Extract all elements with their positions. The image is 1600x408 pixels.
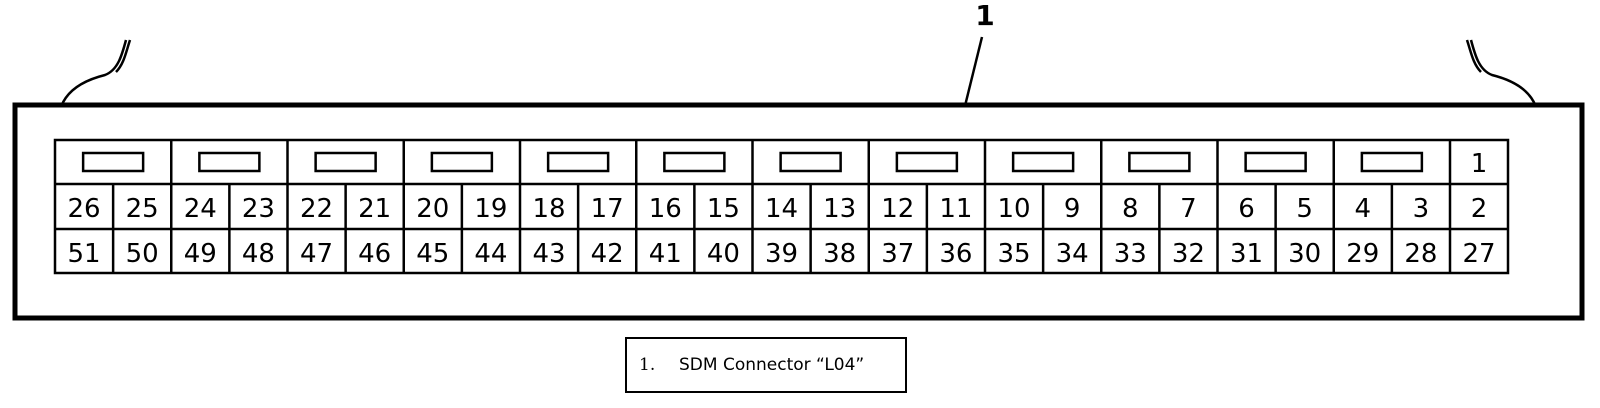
pin-label: 43 [533, 239, 566, 269]
pin-label: 39 [765, 239, 798, 269]
pin-label: 25 [126, 194, 159, 224]
pin-label: 26 [68, 194, 101, 224]
pin-label: 46 [358, 239, 391, 269]
lock-slot [1360, 151, 1424, 173]
pin-label: 10 [998, 194, 1031, 224]
pin-label: 1 [1471, 149, 1488, 179]
lock-slot [546, 151, 610, 173]
pin-label: 38 [823, 239, 856, 269]
pin-label: 24 [184, 194, 217, 224]
pin-label: 41 [649, 239, 682, 269]
callout-number: 1 [975, 0, 994, 32]
pin-label: 47 [300, 239, 333, 269]
pin-label: 21 [358, 194, 391, 224]
pin-label: 18 [533, 194, 566, 224]
lock-slot [1128, 151, 1191, 173]
lock-slot [430, 151, 494, 173]
pin-label: 11 [939, 194, 972, 224]
lock-slot [1244, 151, 1307, 173]
pin-label: 48 [242, 239, 275, 269]
pin-label: 15 [707, 194, 740, 224]
pin-label: 8 [1122, 194, 1139, 224]
pin-label: 3 [1413, 194, 1430, 224]
pin-label: 19 [474, 194, 507, 224]
left-break-curve-2 [115, 39, 132, 73]
lock-slot [81, 151, 145, 173]
pin-label: 36 [939, 239, 972, 269]
pin-label: 31 [1230, 239, 1263, 269]
pin-label: 30 [1288, 239, 1321, 269]
pin-label: 32 [1172, 239, 1205, 269]
lock-slot [663, 151, 726, 173]
pin-label: 2 [1471, 194, 1488, 224]
pin-label: 16 [649, 194, 682, 224]
legend-box: 1. SDM Connector “L04” [625, 337, 907, 393]
pin-label: 17 [591, 194, 624, 224]
lock-slot [198, 151, 261, 173]
pin-label: 9 [1064, 194, 1081, 224]
pin-label: 12 [881, 194, 914, 224]
pin-label: 28 [1404, 239, 1437, 269]
pin-label: 13 [823, 194, 856, 224]
pin-label: 20 [416, 194, 449, 224]
legend-text: SDM Connector “L04” [679, 355, 865, 375]
pin-label: 40 [707, 239, 740, 269]
pin-label: 33 [1114, 239, 1147, 269]
pin-label: 27 [1462, 239, 1495, 269]
pin-label: 35 [998, 239, 1031, 269]
lock-slot [895, 151, 959, 173]
pin-label: 4 [1355, 194, 1372, 224]
lock-slot [314, 151, 377, 173]
lock-slot [1011, 151, 1075, 173]
lock-slot [779, 151, 842, 173]
pin-label: 44 [474, 239, 507, 269]
pin-label: 29 [1346, 239, 1379, 269]
pin-label: 37 [881, 239, 914, 269]
pin-label: 6 [1238, 194, 1255, 224]
pin-label: 49 [184, 239, 217, 269]
pin-label: 23 [242, 194, 275, 224]
pin-label: 14 [765, 194, 798, 224]
pin-label: 34 [1056, 239, 1089, 269]
pin-label: 22 [300, 194, 333, 224]
pin-label: 5 [1296, 194, 1313, 224]
pin-label: 42 [591, 239, 624, 269]
legend-number: 1. [639, 355, 656, 375]
pin-label: 7 [1180, 194, 1197, 224]
right-break-curve-2 [1465, 39, 1482, 73]
pin-label: 50 [126, 239, 159, 269]
pin-label: 45 [416, 239, 449, 269]
pin-label: 51 [68, 239, 101, 269]
